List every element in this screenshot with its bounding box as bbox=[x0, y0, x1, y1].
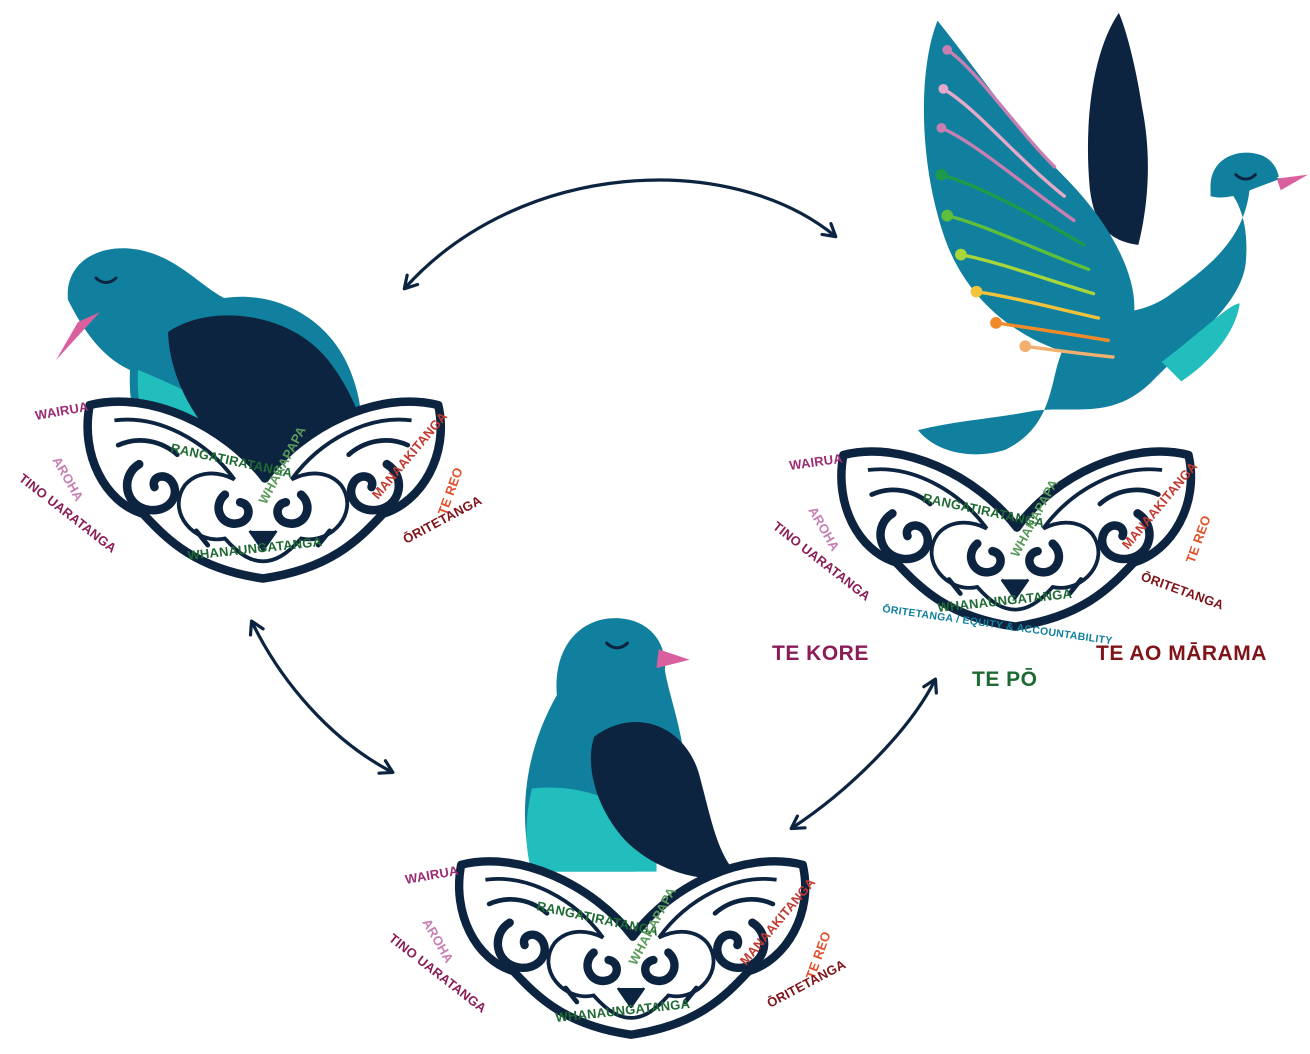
nest-label-te-reo: TE REO bbox=[1183, 513, 1214, 565]
double-headed-arrow-icon bbox=[405, 180, 835, 288]
caption-te-ao-marama: TE AO MĀRAMA bbox=[1096, 642, 1267, 665]
nest-label-oritetanga: ŌRITETANGA bbox=[1139, 569, 1226, 613]
double-headed-arrow-icon bbox=[252, 622, 392, 772]
arrow-right bbox=[792, 680, 935, 828]
bird-nest-group-top-left: WAIRUA AROHA TINO UARATANGA RANGATIRATAN… bbox=[16, 248, 484, 578]
kereru-bird-icon bbox=[918, 13, 1308, 455]
nest-label-wairua: WAIRUA bbox=[788, 451, 844, 473]
bird-nest-group-bottom: WAIRUA AROHA TINO UARATANGA RANGATIRATAN… bbox=[386, 618, 848, 1035]
kereru-bird-icon bbox=[525, 618, 744, 880]
bird-nest-group-top-right: WAIRUA AROHA TINO UARATANGA RANGATIRATAN… bbox=[770, 13, 1308, 691]
double-headed-arrow-icon bbox=[792, 680, 935, 828]
nest-label-wairua: WAIRUA bbox=[34, 399, 90, 423]
caption-te-po: TE PŌ bbox=[972, 668, 1038, 691]
arrow-left bbox=[252, 622, 392, 772]
caption-te-kore: TE KORE bbox=[772, 642, 869, 665]
nest-label-wairua: WAIRUA bbox=[404, 863, 460, 887]
arrow-top bbox=[405, 180, 835, 288]
